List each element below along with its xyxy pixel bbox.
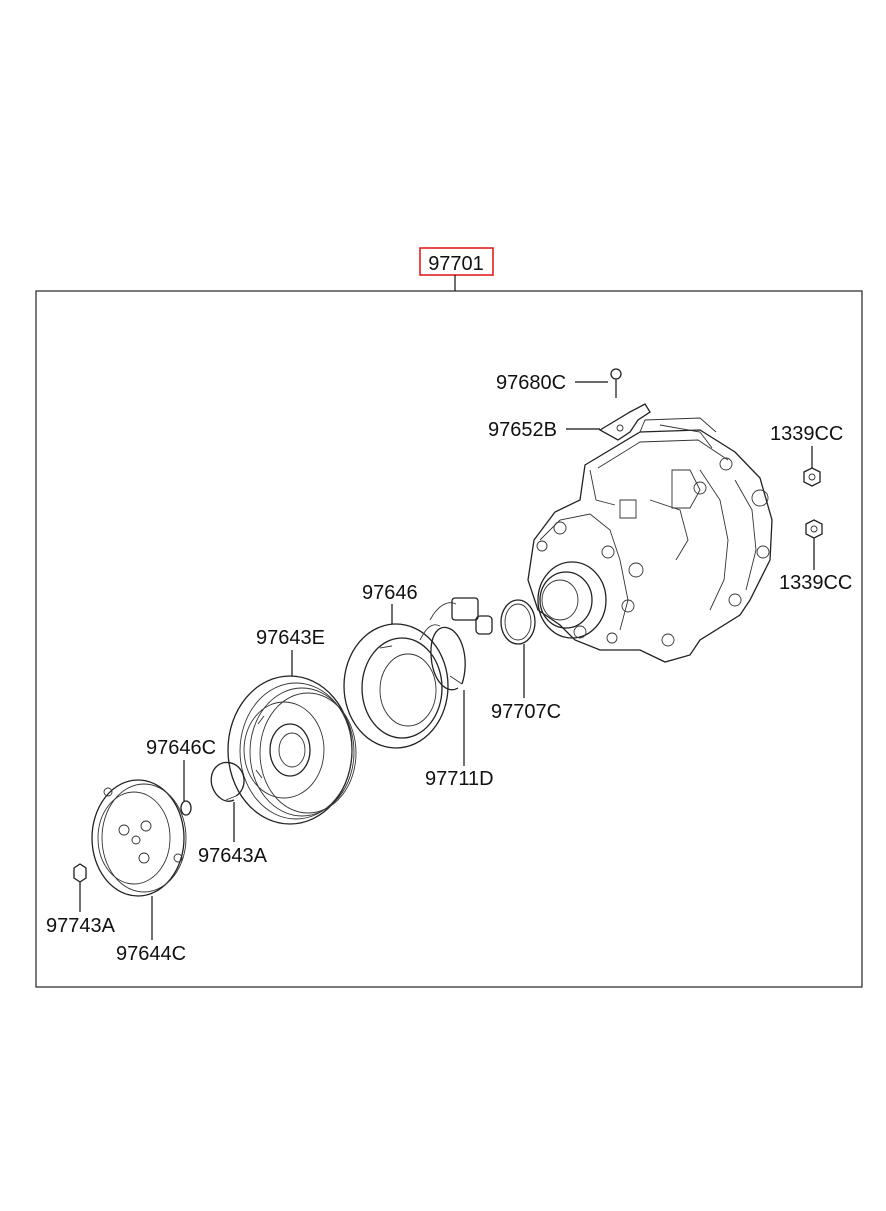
nut-top-part bbox=[803, 467, 821, 487]
assembly-part-number: 97701 bbox=[428, 253, 484, 275]
label-97680C: 97680C bbox=[496, 372, 566, 394]
bracket-part bbox=[598, 403, 651, 441]
label-97711D: 97711D bbox=[425, 768, 494, 790]
callout-97646C[interactable]: 97646C bbox=[146, 737, 216, 801]
label-97644C: 97644C bbox=[116, 943, 186, 965]
label-1339CC-bottom: 1339CC bbox=[779, 572, 852, 594]
field-coil-part bbox=[343, 597, 493, 749]
label-97743A: 97743A bbox=[46, 915, 116, 937]
label-97652B: 97652B bbox=[488, 419, 557, 441]
snap-ring-pulley-part bbox=[210, 761, 245, 802]
callout-97711D[interactable]: 97711D bbox=[425, 690, 494, 790]
disc-hub-part bbox=[91, 779, 187, 897]
o-ring-part bbox=[500, 599, 536, 645]
label-97707C: 97707C bbox=[491, 701, 561, 723]
label-97646C: 97646C bbox=[146, 737, 216, 759]
screw-part bbox=[610, 368, 622, 398]
callout-1339CC-top[interactable]: 1339CC bbox=[770, 423, 843, 468]
callout-97646[interactable]: 97646 bbox=[362, 582, 418, 624]
diagram-frame bbox=[35, 290, 863, 988]
label-97643E: 97643E bbox=[256, 627, 325, 649]
label-97643A: 97643A bbox=[198, 845, 268, 867]
callout-97644C[interactable]: 97644C bbox=[116, 896, 186, 965]
callout-97652B[interactable]: 97652B bbox=[488, 419, 600, 441]
callout-97643A[interactable]: 97643A bbox=[198, 802, 268, 867]
label-97646: 97646 bbox=[362, 582, 418, 604]
pulley-part bbox=[227, 675, 357, 825]
assembly-highlight-box bbox=[419, 247, 494, 276]
compressor-body bbox=[527, 417, 773, 663]
nut-bottom-part bbox=[805, 519, 823, 539]
callout-97680C[interactable]: 97680C bbox=[496, 372, 608, 394]
shim-part bbox=[180, 800, 192, 816]
callout-97707C[interactable]: 97707C bbox=[491, 644, 561, 723]
hub-nut-part bbox=[73, 863, 87, 883]
callout-97743A[interactable]: 97743A bbox=[46, 882, 116, 937]
callout-1339CC-bottom[interactable]: 1339CC bbox=[779, 538, 852, 594]
callout-97643E[interactable]: 97643E bbox=[256, 627, 325, 676]
label-1339CC-top: 1339CC bbox=[770, 423, 843, 445]
snap-ring-coil-part bbox=[430, 626, 466, 691]
assembly-callout[interactable]: 97701 bbox=[419, 247, 494, 291]
